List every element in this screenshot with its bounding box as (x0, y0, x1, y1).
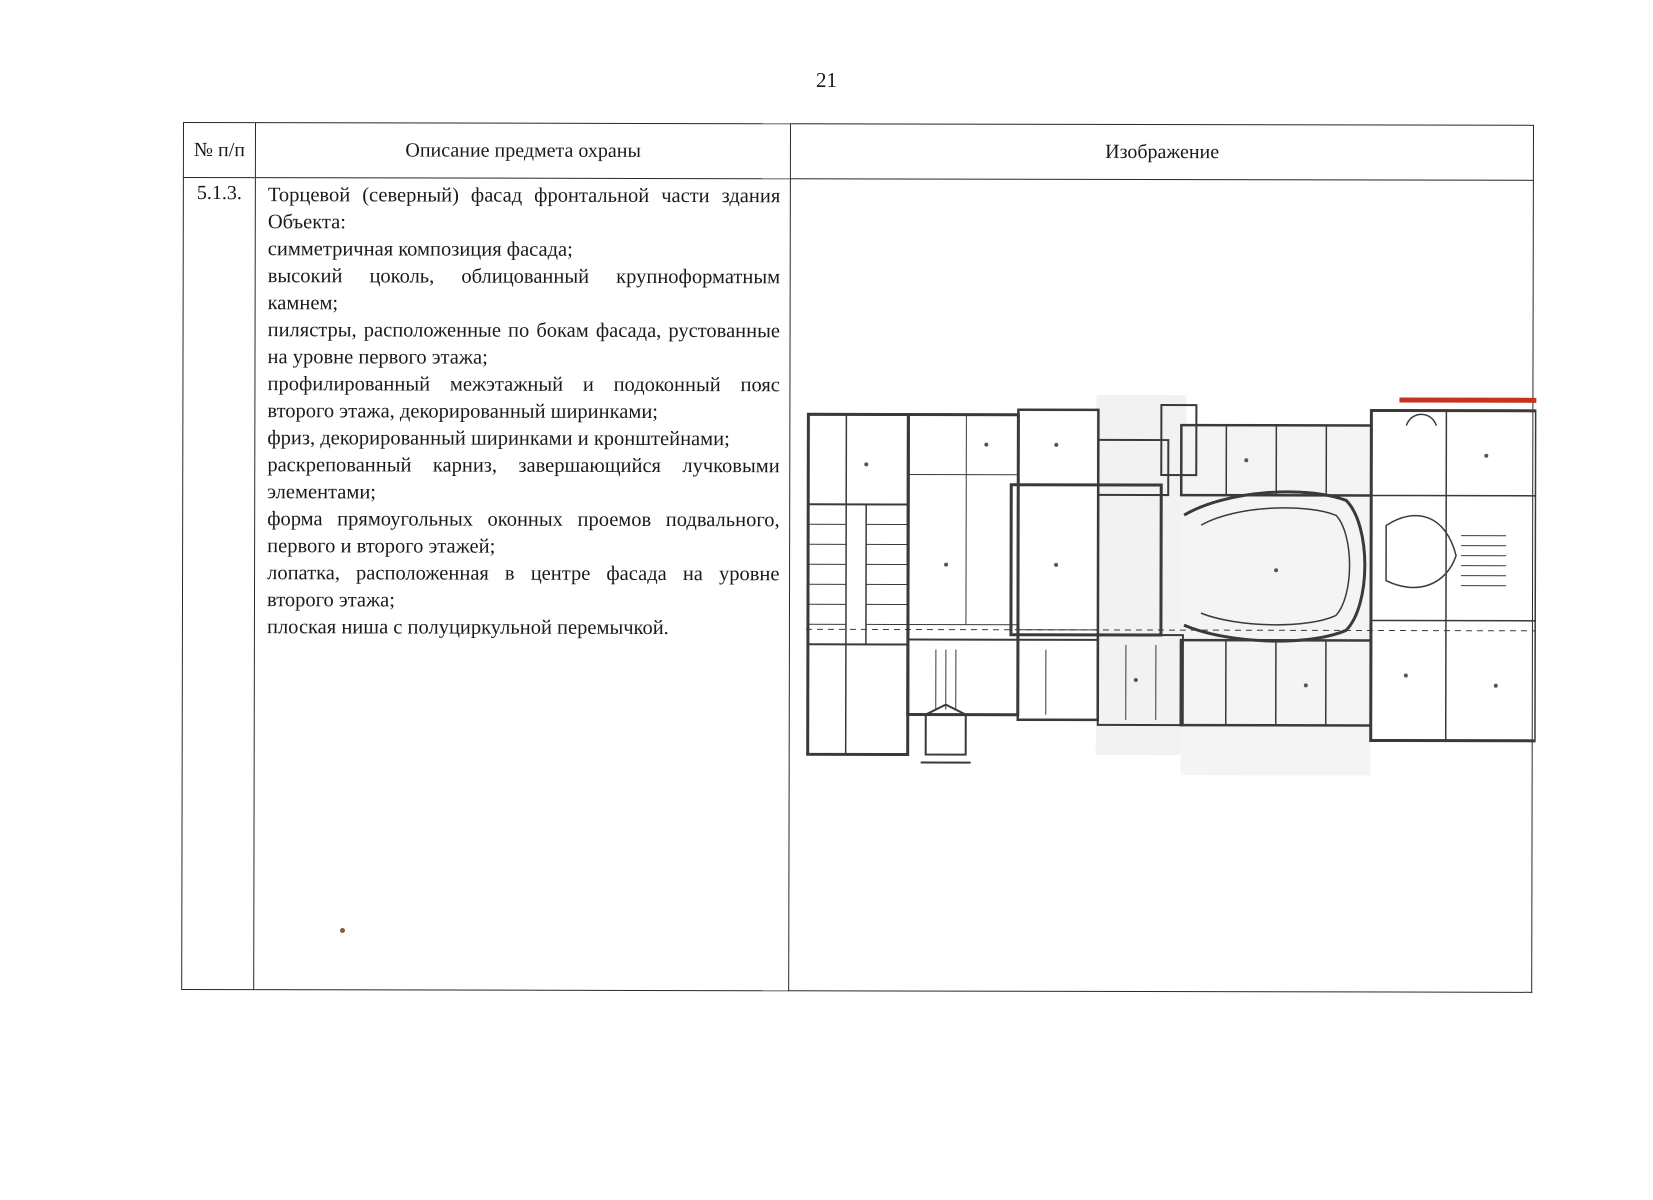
description-line: высокий цоколь, облицованный крупноформа… (267, 265, 781, 315)
scan-speck (340, 928, 345, 933)
row-description: Торцевой (северный) фасад фронтальной ча… (253, 177, 791, 991)
description-line: профилированный межэтажный и подоконный … (267, 373, 780, 423)
table-row: 5.1.3. Торцевой (северный) фасад фронтал… (181, 177, 1537, 993)
description-line: фриз, декорированный ширинками и кронште… (267, 427, 730, 451)
floor-plan-image (806, 394, 1537, 776)
description-line: плоская ниша с полуциркульной перемычкой… (266, 616, 669, 640)
page-number: 21 (816, 68, 837, 92)
row-number: 5.1.3. (181, 177, 256, 990)
description-line: пилястры, расположенные по бокам фасада,… (267, 319, 781, 369)
row-image (789, 178, 1537, 993)
description-line: Торцевой (северный) фасад фронтальной ча… (267, 184, 781, 234)
table-header-row: № п/п Описание предмета охраны Изображен… (183, 122, 1534, 181)
header-image: Изображение (790, 123, 1534, 181)
description-line: раскрепованный карниз, завершающийся луч… (267, 454, 780, 504)
header-description: Описание предмета охраны (255, 122, 791, 179)
protection-table: № п/п Описание предмета охраны Изображен… (181, 122, 1537, 993)
description-line: форма прямоугольных оконных проемов подв… (267, 508, 780, 558)
description-line: лопатка, расположенная в центре фасада н… (267, 562, 780, 612)
header-number: № п/п (183, 122, 256, 178)
description-line: симметричная композиция фасада; (267, 238, 573, 261)
